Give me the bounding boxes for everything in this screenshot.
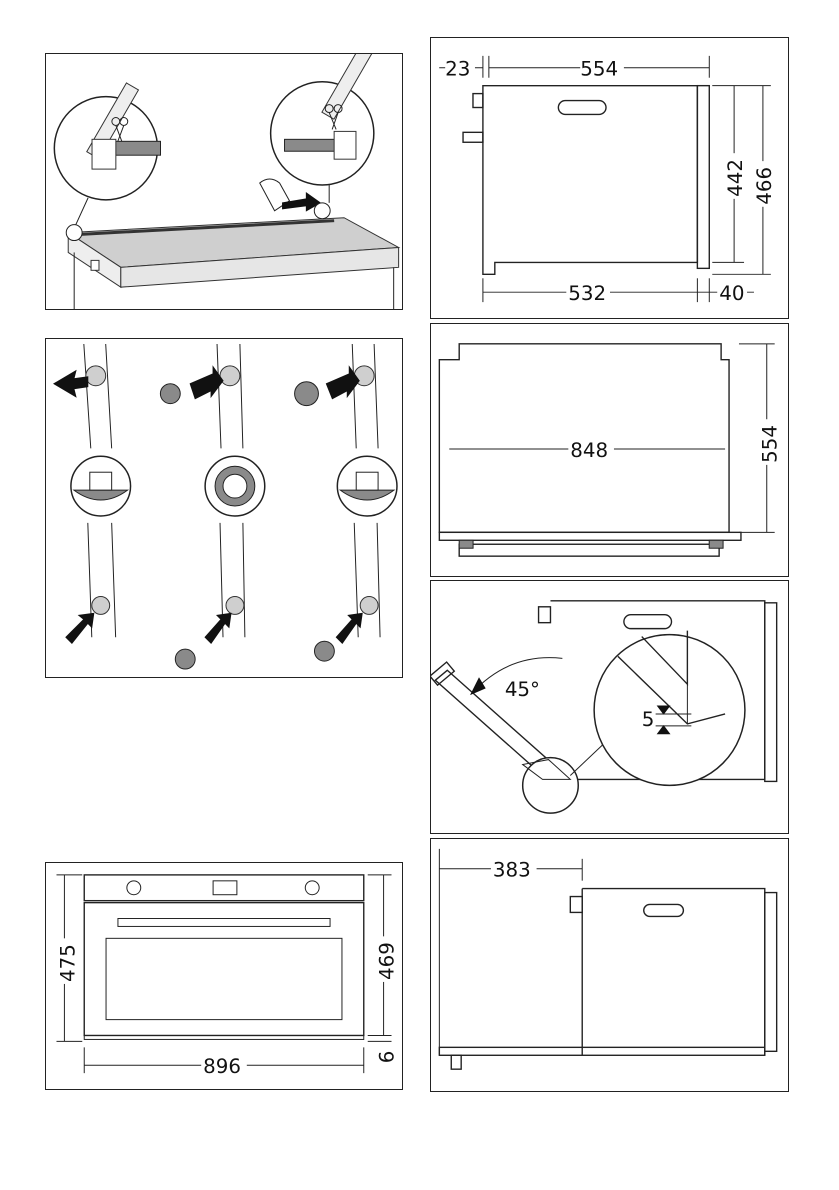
plug-hole-1 xyxy=(86,366,106,386)
dim-depth-bottom: 532 xyxy=(568,282,606,305)
panel-front-view: 475 469 6 896 xyxy=(45,862,403,1090)
arrow-in-icon-3 xyxy=(205,613,231,643)
panel-door-angle: 45° 5 xyxy=(430,580,789,834)
side-offset-diagram: 383 xyxy=(431,839,788,1091)
oven-door-front xyxy=(84,903,364,1036)
panel-screw-plugs xyxy=(45,338,403,678)
dim-front-gap: 40 xyxy=(719,282,744,305)
cap-icon xyxy=(295,382,319,406)
oven-side-outline xyxy=(582,889,765,1056)
oven-door xyxy=(697,86,709,269)
dim-height-outer: 466 xyxy=(753,167,776,205)
plug-hole-2 xyxy=(220,366,240,386)
screw-plugs-illustration xyxy=(46,339,402,677)
knob-right-icon xyxy=(305,881,319,895)
dim-height-body: 469 xyxy=(376,942,399,980)
width-dimensions-diagram: 848 554 xyxy=(431,324,788,576)
dim-inner-width: 848 xyxy=(570,439,608,462)
control-panel xyxy=(84,875,364,901)
knob xyxy=(473,94,483,108)
screw-icon xyxy=(160,384,180,404)
door-window xyxy=(106,938,342,1019)
dim-offset: 383 xyxy=(493,859,531,882)
dim-width: 896 xyxy=(203,1055,241,1078)
arrow-out-icon-2 xyxy=(66,613,94,643)
gap-label: 5 xyxy=(642,708,655,731)
panel-side-dimensions: 23 554 442 466 532 40 xyxy=(430,37,789,319)
dim-height-total: 475 xyxy=(56,944,79,982)
dim-height-inner: 442 xyxy=(724,159,747,197)
shelf-base xyxy=(439,1047,764,1055)
panel-side-offset: 383 xyxy=(430,838,789,1092)
dim-width-depth: 554 xyxy=(759,425,782,463)
arrow-out-icon xyxy=(54,371,88,397)
panel-strip-cutting xyxy=(45,53,403,310)
door-angle-diagram: 45° 5 xyxy=(431,581,788,833)
dim-side-gap: 23 xyxy=(445,58,470,81)
dim-bottom-gap: 6 xyxy=(376,1051,399,1064)
strip-cutting-illustration xyxy=(46,54,402,309)
oven-base xyxy=(459,544,719,556)
dim-depth-top: 554 xyxy=(580,58,618,81)
detail-magnifier xyxy=(594,635,745,786)
vent-slot xyxy=(558,101,606,115)
side-dimensions-diagram: 23 554 442 466 532 40 xyxy=(431,38,788,318)
display-icon xyxy=(213,881,237,895)
door-handle xyxy=(118,919,330,927)
knob-left-icon xyxy=(127,881,141,895)
magnifier-right xyxy=(271,82,374,185)
front-view-diagram: 475 469 6 896 xyxy=(46,863,402,1089)
panel-width-dimensions: 848 554 xyxy=(430,323,789,577)
door-angle-label: 45° xyxy=(505,678,540,701)
